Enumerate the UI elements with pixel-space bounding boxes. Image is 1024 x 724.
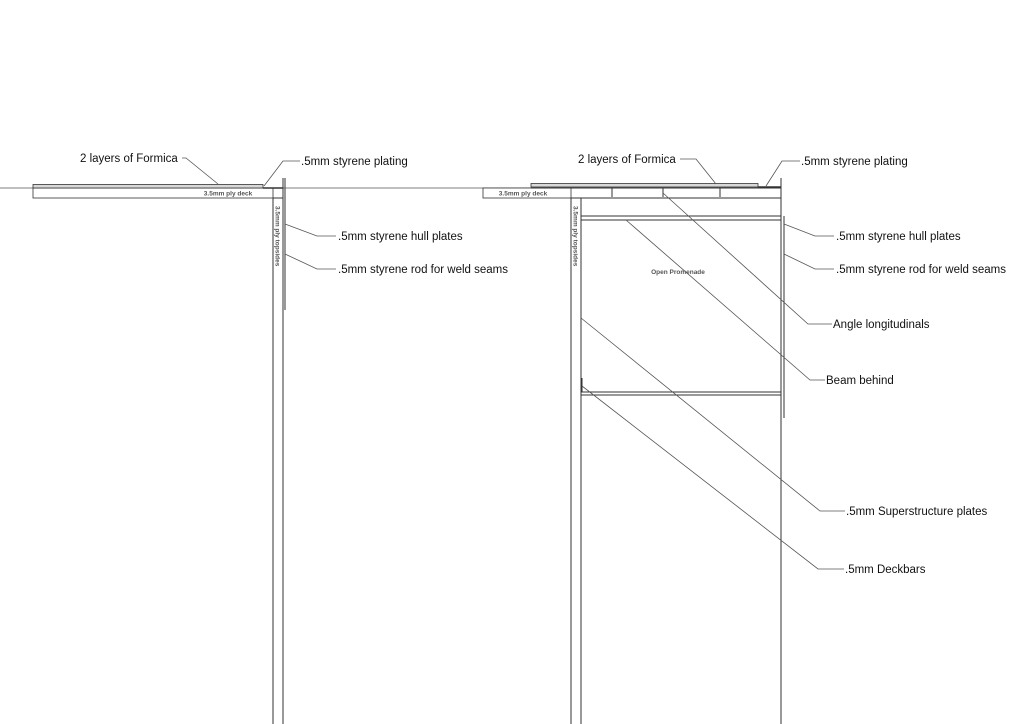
right-formica-leader xyxy=(680,158,717,185)
right-formica-label: 2 layers of Formica xyxy=(578,154,676,166)
left-plating-label: .5mm styrene plating xyxy=(301,156,408,168)
angle-longitudinal-2 xyxy=(655,187,664,197)
left-weld-rod-leader xyxy=(284,253,336,270)
angle-longitudinal-1 xyxy=(604,187,613,197)
left-section: 3.5mm ply deck 3.5mm ply topsides 2 laye… xyxy=(0,153,508,724)
left-formica-layers xyxy=(32,184,264,189)
longitudinals-label: Angle longitudinals xyxy=(833,319,930,331)
left-plating-leader xyxy=(263,160,300,187)
left-formica-leader xyxy=(182,157,219,185)
open-promenade-label: Open Promenade xyxy=(651,269,705,276)
right-ply-deck xyxy=(482,187,572,199)
right-plating-leader xyxy=(765,160,800,187)
right-hull-plates-label: .5mm styrene hull plates xyxy=(836,231,961,243)
beam-label: Beam behind xyxy=(826,375,894,387)
right-formica-layers xyxy=(530,183,759,188)
longitudinals-leader xyxy=(662,192,832,325)
left-deck-label: 3.5mm ply deck xyxy=(204,191,253,198)
left-formica-label: 2 layers of Formica xyxy=(80,153,178,165)
deckbars-label: .5mm Deckbars xyxy=(845,564,926,576)
left-weld-rod-label: .5mm styrene rod for weld seams xyxy=(338,264,508,276)
right-topsides-label: 3.5mm ply topsides xyxy=(572,206,579,267)
right-weld-rod-label: .5mm styrene rod for weld seams xyxy=(836,264,1006,276)
left-hull-plates-label: .5mm styrene hull plates xyxy=(338,231,463,243)
superstructure-leader xyxy=(580,317,845,512)
right-hull-plates-leader xyxy=(783,223,834,237)
left-hull-plates-leader xyxy=(284,223,336,237)
right-deck-label: 3.5mm ply deck xyxy=(499,191,548,198)
angle-longitudinal-3 xyxy=(712,187,721,197)
beam-leader xyxy=(625,219,825,381)
left-topsides-label: 3.5mm ply topsides xyxy=(274,206,281,267)
right-section: 3.5mm ply deck 3.5mm ply topsides Open P… xyxy=(283,154,1006,724)
right-weld-rod-leader xyxy=(783,253,834,270)
superstructure-label: .5mm Superstructure plates xyxy=(846,506,988,518)
deckbars-leader xyxy=(581,385,844,570)
right-plating-label: .5mm styrene plating xyxy=(801,156,908,168)
